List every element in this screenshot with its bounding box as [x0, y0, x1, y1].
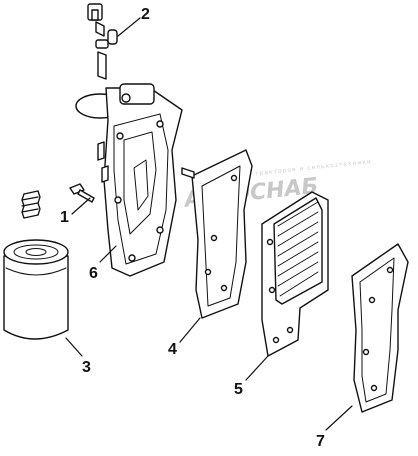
part-5-oil-cooler-core	[261, 191, 329, 357]
part-6-cooler-housing	[75, 83, 183, 277]
callouts: 1 2 3 4 5 6 7	[60, 6, 325, 450]
part-1-bolt-spring	[21, 183, 95, 219]
callout-6: 6	[89, 265, 98, 282]
part-3-filter-canister	[3, 239, 69, 340]
leader-3	[65, 337, 83, 357]
leader-2	[117, 17, 141, 37]
leader-1	[71, 197, 91, 215]
callout-3: 3	[82, 359, 91, 376]
callout-2: 2	[141, 6, 150, 23]
part-4-gasket	[181, 149, 253, 319]
callout-5: 5	[234, 381, 243, 398]
callout-4: 4	[168, 341, 177, 358]
leader-4	[179, 317, 201, 343]
callout-1: 1	[60, 209, 69, 226]
leader-6	[99, 245, 117, 263]
part-7-gasket	[351, 243, 409, 413]
callout-7: 7	[316, 433, 325, 450]
part-2-valve-plug	[87, 3, 118, 80]
leader-7	[325, 405, 353, 431]
leader-5	[245, 355, 269, 381]
leader-lines	[65, 17, 353, 431]
